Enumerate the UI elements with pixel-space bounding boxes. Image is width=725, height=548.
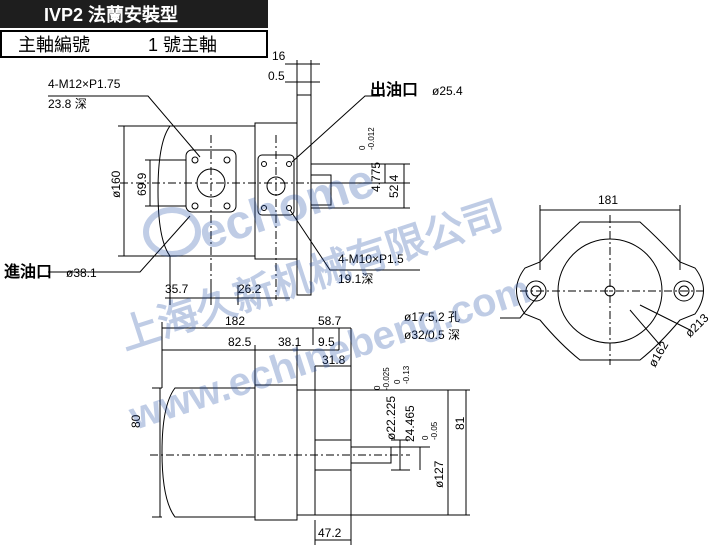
mount-cbore-label: ø32/0.5 深 — [404, 328, 460, 342]
shaft-label: 主軸編號 — [18, 35, 90, 55]
dim-82-5: 82.5 — [228, 335, 252, 349]
dim-52-4: 52.4 — [387, 174, 401, 198]
pump-flange-lower — [254, 384, 298, 521]
inlet-thread-label: 4-M12×P1.75 — [48, 77, 121, 91]
dim-31-8: 31.8 — [322, 353, 346, 367]
tol-22-lo: -0.025 — [382, 367, 391, 390]
title-bar: IVP2 法蘭安裝型 — [0, 0, 268, 28]
inlet-label: 進油口 — [4, 262, 52, 281]
inlet-size: ø38.1 — [66, 266, 97, 280]
watermark-logo-icon — [143, 207, 201, 257]
dim-58-7: 58.7 — [318, 314, 342, 328]
pump-body-lower — [161, 387, 256, 518]
dim-35-7: 35.7 — [165, 282, 189, 296]
dim-4-775: 4.775 — [369, 162, 383, 192]
outlet-label: 出油口 — [370, 80, 418, 99]
shaft-stub-side — [310, 174, 332, 206]
inlet-depth-label: 23.8 深 — [48, 97, 87, 111]
dim-38-1: 38.1 — [278, 335, 302, 349]
dim-47-2: 47.2 — [318, 526, 342, 540]
outlet-thread-label: 4-M10×P1.5 — [338, 252, 404, 266]
tol-127-lo: -0.05 — [430, 421, 439, 440]
dim-22-225: ø22.225 — [384, 396, 398, 440]
dim-0-5: 0.5 — [268, 69, 285, 83]
mount-hole-label: ø17.5,2 孔 — [404, 310, 460, 324]
dim-24-465: 24.465 — [403, 405, 417, 442]
dim-127: ø127 — [432, 460, 446, 488]
dim-81: 81 — [453, 416, 467, 430]
pump-body-side — [157, 125, 256, 257]
watermark: echome 上海久新机械有限公司 www.echinebeng.com — [114, 154, 536, 439]
dim-9-5: 9.5 — [318, 335, 335, 349]
dim-181: 181 — [598, 193, 618, 207]
shaft-spec-box: 主軸編號 1 號主軸 — [0, 30, 268, 58]
page-title: IVP2 法蘭安裝型 — [44, 5, 179, 25]
dim-160: ø160 — [109, 170, 123, 198]
mount-flange-lower — [296, 389, 316, 516]
tol-4775-hi: 0 — [358, 145, 367, 150]
dim-80: 80 — [129, 414, 143, 428]
dim-26-2: 26.2 — [238, 282, 262, 296]
dim-69-9: 69.9 — [135, 172, 149, 196]
tol-24-lo: -0.13 — [402, 365, 411, 384]
tol-4775-lo: -0.012 — [367, 127, 376, 150]
tol-22-hi: 0 — [373, 385, 382, 390]
dim-162: ø162 — [645, 339, 671, 370]
outlet-size: ø25.4 — [432, 84, 463, 98]
outlet-depth-label: 19.1深 — [338, 272, 373, 286]
tol-24-hi: 0 — [393, 379, 402, 384]
shaft-value: 1 號主軸 — [148, 35, 218, 55]
tol-127-hi: 0 — [421, 435, 430, 440]
dim-16: 16 — [272, 49, 286, 63]
dim-213: ø213 — [682, 311, 711, 340]
dim-182: 182 — [225, 314, 245, 328]
